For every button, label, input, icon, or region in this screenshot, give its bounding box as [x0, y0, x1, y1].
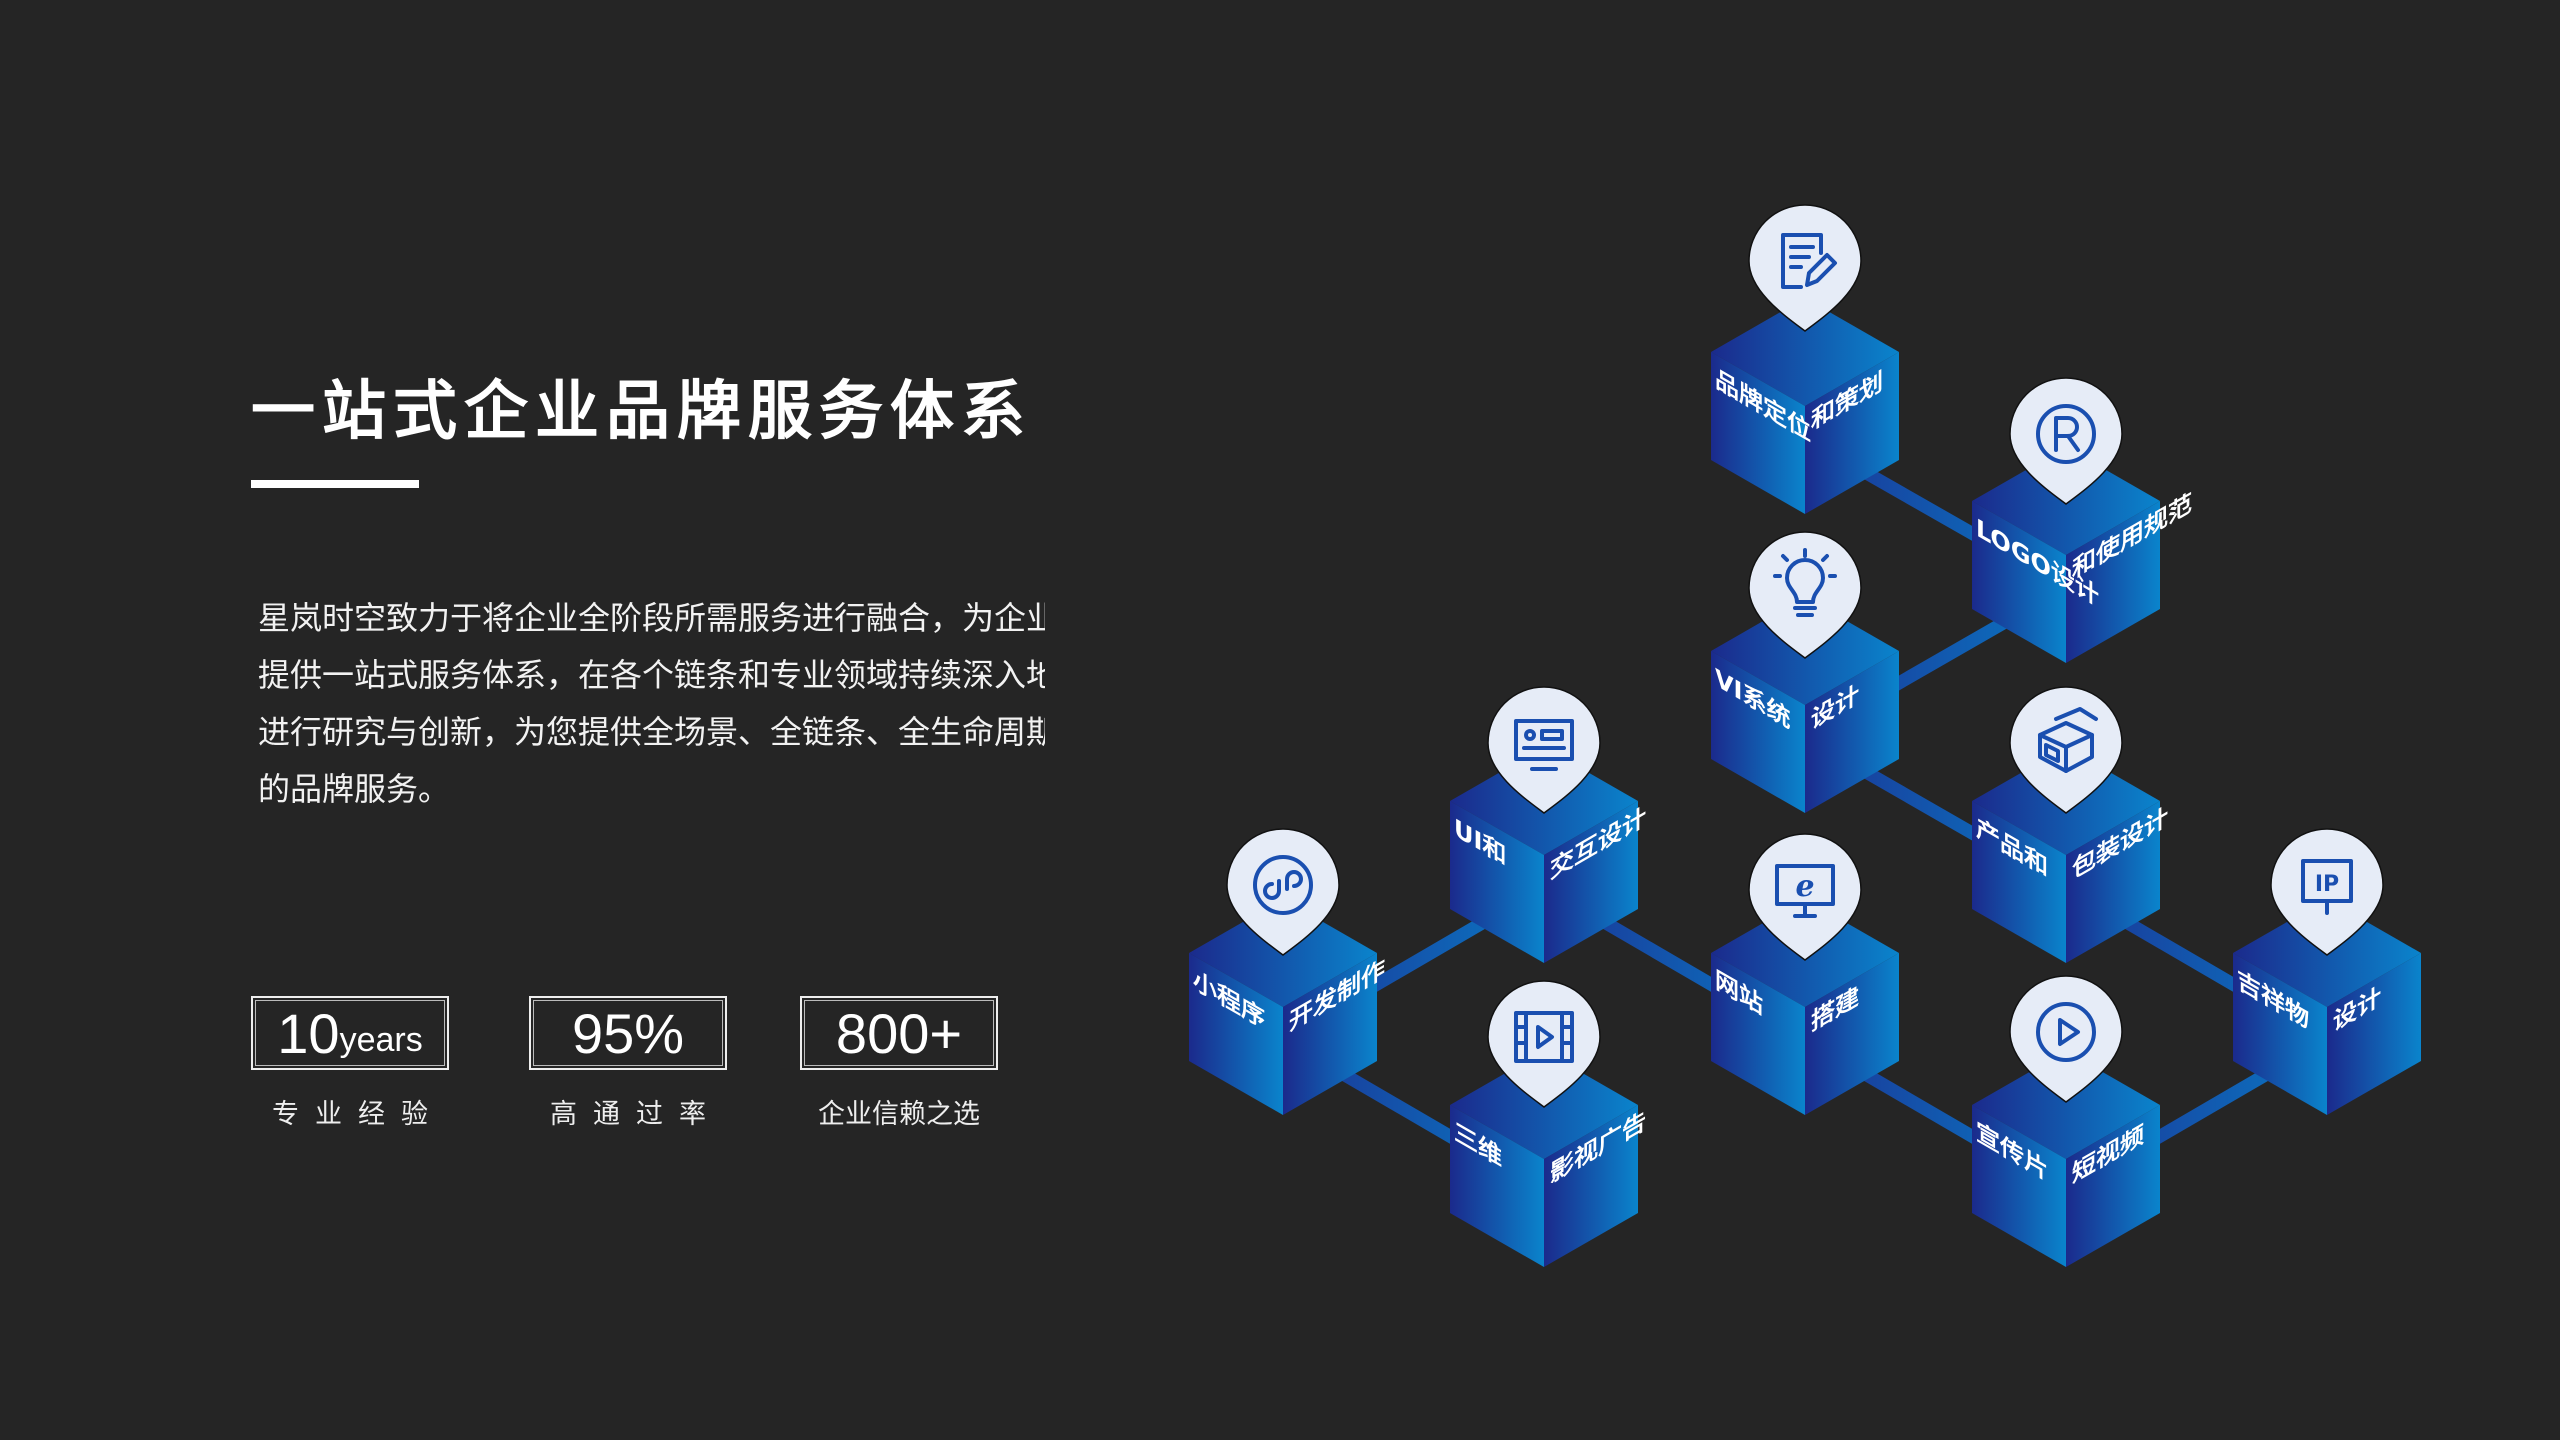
cube-right-face [1805, 651, 1899, 813]
cube-left-face [1972, 801, 2066, 963]
pin-marker [2009, 686, 2123, 814]
pin-marker [2009, 975, 2123, 1103]
cube-right-face [1805, 352, 1899, 514]
cube-right-face [1283, 953, 1377, 1115]
cube-left-face [1450, 1105, 1544, 1267]
svg-text:e: e [1795, 869, 1814, 904]
film-play-icon [1514, 1011, 1574, 1063]
cube-product[interactable]: 产品和包装设计 [1972, 686, 2168, 963]
cube-vi[interactable]: VI系统设计 [1711, 531, 1899, 813]
cube-right-face [2066, 1105, 2160, 1267]
play-circle-icon [2036, 1002, 2096, 1062]
pin-marker [1487, 686, 1601, 814]
pin-marker: IP [2270, 828, 2384, 956]
paragraph-line: 的品牌服务。 [258, 770, 451, 808]
document-edit-icon [1781, 233, 1837, 289]
cube-right-face [2327, 953, 2421, 1115]
cube-ui[interactable]: UI和交互设计 [1450, 686, 1646, 963]
cube-brand[interactable]: 品牌定位和策划 [1711, 204, 1899, 514]
lightbulb-icon [1773, 548, 1837, 617]
cube-miniprogram[interactable]: 小程序开发制作 [1189, 828, 1385, 1115]
cube-right-face [1544, 801, 1638, 963]
cube-website[interactable]: 网站搭建e [1711, 833, 1899, 1115]
cube-left-face [1711, 651, 1805, 813]
registered-trademark-icon [2036, 404, 2096, 464]
stat-label: 企业信赖之选 [818, 1099, 980, 1130]
stat-value: 10 [277, 1001, 340, 1065]
stat-unit: years [339, 1021, 423, 1059]
stat-pass-rate: 95% 高通过率 [529, 996, 727, 1131]
pin-marker: e [1748, 833, 1862, 961]
cube-left-face [1711, 953, 1805, 1115]
cube-left-face [2233, 953, 2327, 1115]
pin-marker [1748, 531, 1862, 659]
intro-paragraph: 星岚时空致力于将企业全阶段所需服务进行融合，为企业 提供一站式服务体系，在各个链… [258, 590, 1045, 818]
paragraph-line: 进行研究与创新，为您提供全场景、全链条、全生命周期 [258, 713, 1045, 751]
stat-value-box: 95% [529, 996, 727, 1070]
cube-3d[interactable]: 三维影视广告 [1450, 980, 1646, 1267]
pin-marker [2009, 377, 2123, 505]
paragraph-line: 提供一站式服务体系，在各个链条和专业领域持续深入地 [258, 656, 1045, 694]
ui-screen-icon [1514, 719, 1574, 771]
title-underline [251, 480, 419, 488]
cube-left-face [1972, 1105, 2066, 1267]
svg-text:IP: IP [2315, 872, 2339, 897]
cube-right-face [2066, 801, 2160, 963]
cube-mascot[interactable]: 吉祥物设计IP [2233, 828, 2421, 1115]
pin-marker [1226, 828, 1340, 956]
ip-sign-icon: IP [2301, 859, 2353, 915]
stat-label: 高通过率 [550, 1099, 722, 1130]
stat-value: 95% [571, 1001, 685, 1065]
cube-left-face [1189, 953, 1283, 1115]
cube-left-face [1972, 501, 2066, 663]
stat-label: 专业经验 [272, 1099, 444, 1130]
cube-right-face [2066, 501, 2160, 663]
pin-marker [1487, 980, 1601, 1108]
cube-left-face [1450, 801, 1544, 963]
paragraph-line: 星岚时空致力于将企业全阶段所需服务进行融合，为企业 [258, 599, 1045, 637]
stat-value-box: 800+ [800, 996, 998, 1070]
stat-value: 800+ [835, 1001, 963, 1065]
web-browser-monitor-icon: e [1775, 864, 1835, 918]
package-box-icon [2038, 707, 2098, 773]
cube-promo[interactable]: 宣传片短视频 [1972, 975, 2160, 1267]
pin-marker [1748, 204, 1862, 332]
stat-clients: 800+ 企业信赖之选 [800, 996, 998, 1131]
mini-program-icon [1253, 855, 1313, 915]
page-title: 一站式企业品牌服务体系 [251, 375, 1032, 449]
cube-left-face [1711, 352, 1805, 514]
cube-right-face [1544, 1105, 1638, 1267]
cube-right-face [1805, 953, 1899, 1115]
